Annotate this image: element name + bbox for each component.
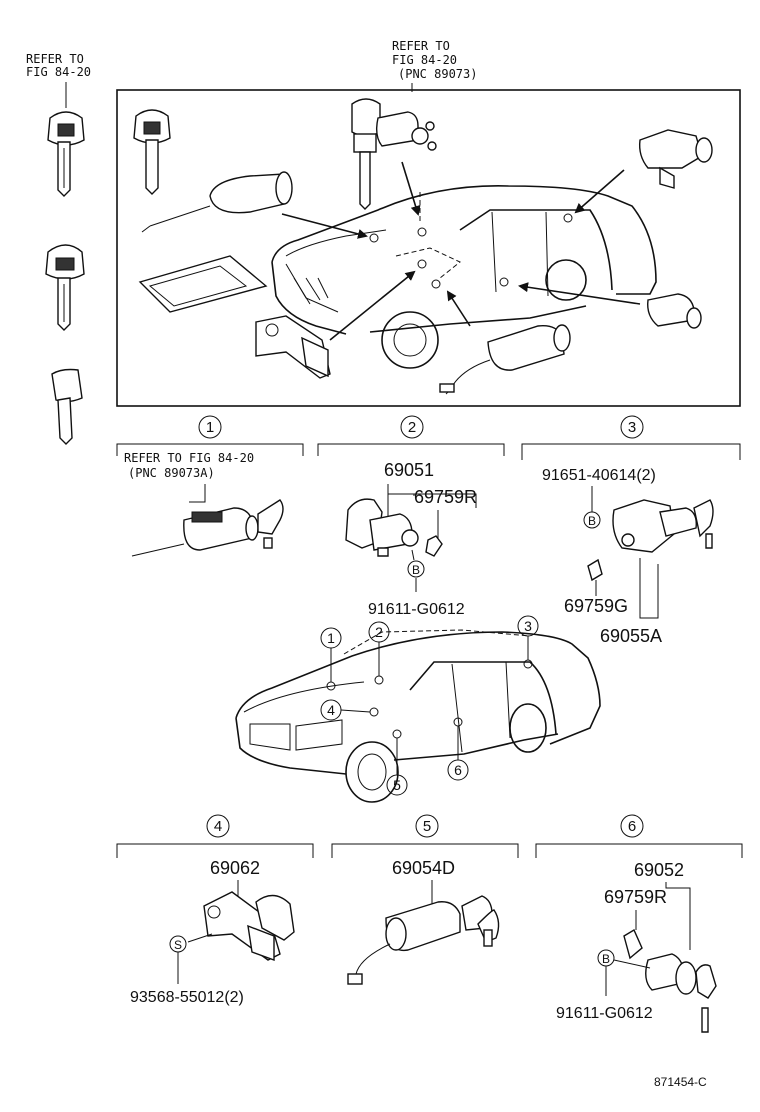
section-1-refer-line1: REFER TO FIG 84-20 xyxy=(124,451,254,465)
blank-key-illustration xyxy=(51,368,83,445)
car-callout-2: 2 xyxy=(375,624,383,640)
section-3-part-91651-40614: 91651-40614(2) xyxy=(542,467,656,484)
sub-key-illustration xyxy=(45,244,85,331)
section-1-refer-line2: (PNC 89073A) xyxy=(128,466,215,480)
section-6-callout: B xyxy=(602,952,610,966)
section-6-part-69759R: 69759R xyxy=(604,887,667,907)
overview-keys xyxy=(133,98,381,210)
overview-trunk-lock xyxy=(638,129,713,189)
section-1-number: 1 xyxy=(206,419,214,436)
section-3-callout: B xyxy=(588,514,596,528)
overview-dots xyxy=(369,213,573,289)
section-2-glovebox-lock xyxy=(345,498,443,557)
section-5-header: 5 xyxy=(331,814,519,858)
section-6-header: 6 xyxy=(535,814,743,858)
center-car-outline xyxy=(235,629,601,803)
section-4-header: 4 xyxy=(116,814,314,858)
car-callout-6: 6 xyxy=(454,762,462,778)
overview-arrows xyxy=(281,161,641,341)
section-5-number: 5 xyxy=(423,818,431,835)
refer-label-top-center-line3: (PNC 89073) xyxy=(398,67,477,81)
overview-fuel-lid-opener xyxy=(439,324,571,395)
section-3-part-69055A: 69055A xyxy=(600,626,662,646)
refer-label-top-left-line2: FIG 84-20 xyxy=(26,65,91,79)
section-5-door-lock xyxy=(347,895,500,985)
section-4-part-93568-55012: 93568-55012(2) xyxy=(130,989,244,1006)
section-4-part-69062: 69062 xyxy=(210,858,260,878)
section-2-number: 2 xyxy=(408,419,416,436)
section-5-part-69054D: 69054D xyxy=(392,858,455,878)
section-2-callout: B xyxy=(412,563,420,577)
overview-frame xyxy=(116,89,741,407)
section-1-ignition-cylinder xyxy=(131,499,284,557)
overview-door-lock xyxy=(647,293,702,329)
section-4-hood-lock xyxy=(203,891,295,961)
section-2-part-69051: 69051 xyxy=(384,460,434,480)
section-3-trunk-lock xyxy=(587,499,714,582)
section-1-header: 1 xyxy=(116,415,304,456)
section-6-part-91611-G0612: 91611-G0612 xyxy=(556,1005,653,1022)
overview-key-pad xyxy=(138,255,268,313)
footer-code: 871454-C xyxy=(654,1075,707,1089)
overview-ignition-cylinder xyxy=(141,171,293,233)
section-2-part-69759R: 69759R xyxy=(414,487,477,507)
car-callout-3: 3 xyxy=(524,618,532,634)
section-2-part-91611-G0612: 91611-G0612 xyxy=(368,601,465,618)
refer-label-top-center-line2: FIG 84-20 xyxy=(392,53,457,67)
car-callout-4: 4 xyxy=(327,702,335,718)
center-car-callouts: 1 2 3 4 5 6 xyxy=(320,615,539,796)
section-4-number: 4 xyxy=(214,818,222,835)
section-2-header: 2 xyxy=(317,415,505,456)
refer-label-top-center-line1: REFER TO xyxy=(392,39,450,53)
overview-car-outline xyxy=(271,185,657,369)
section-3-number: 3 xyxy=(628,419,636,436)
section-6-door-lock xyxy=(623,928,717,1033)
section-6-number: 6 xyxy=(628,818,636,835)
overview-glovebox-lock xyxy=(375,111,437,151)
car-callout-5: 5 xyxy=(393,777,401,793)
section-6-part-69052: 69052 xyxy=(634,860,684,880)
overview-hood-lock xyxy=(255,315,331,379)
section-3-part-69759G: 69759G xyxy=(564,596,628,616)
master-key-illustration xyxy=(47,111,85,197)
section-3-header: 3 xyxy=(521,415,741,460)
refer-label-top-left-line1: REFER TO xyxy=(26,52,84,66)
car-callout-1: 1 xyxy=(327,630,335,646)
section-4-callout: S xyxy=(174,938,182,952)
